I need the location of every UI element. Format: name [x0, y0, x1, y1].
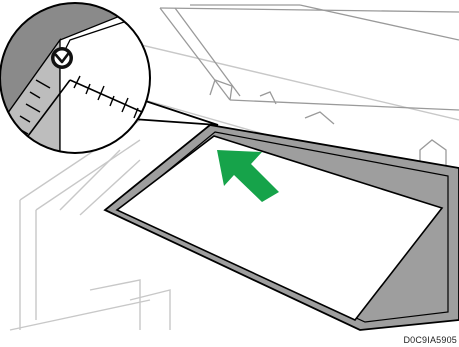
magnified-callout [0, 0, 160, 160]
figure-code: D0C9IA5905 [403, 335, 457, 345]
alignment-mark-icon [51, 47, 73, 69]
